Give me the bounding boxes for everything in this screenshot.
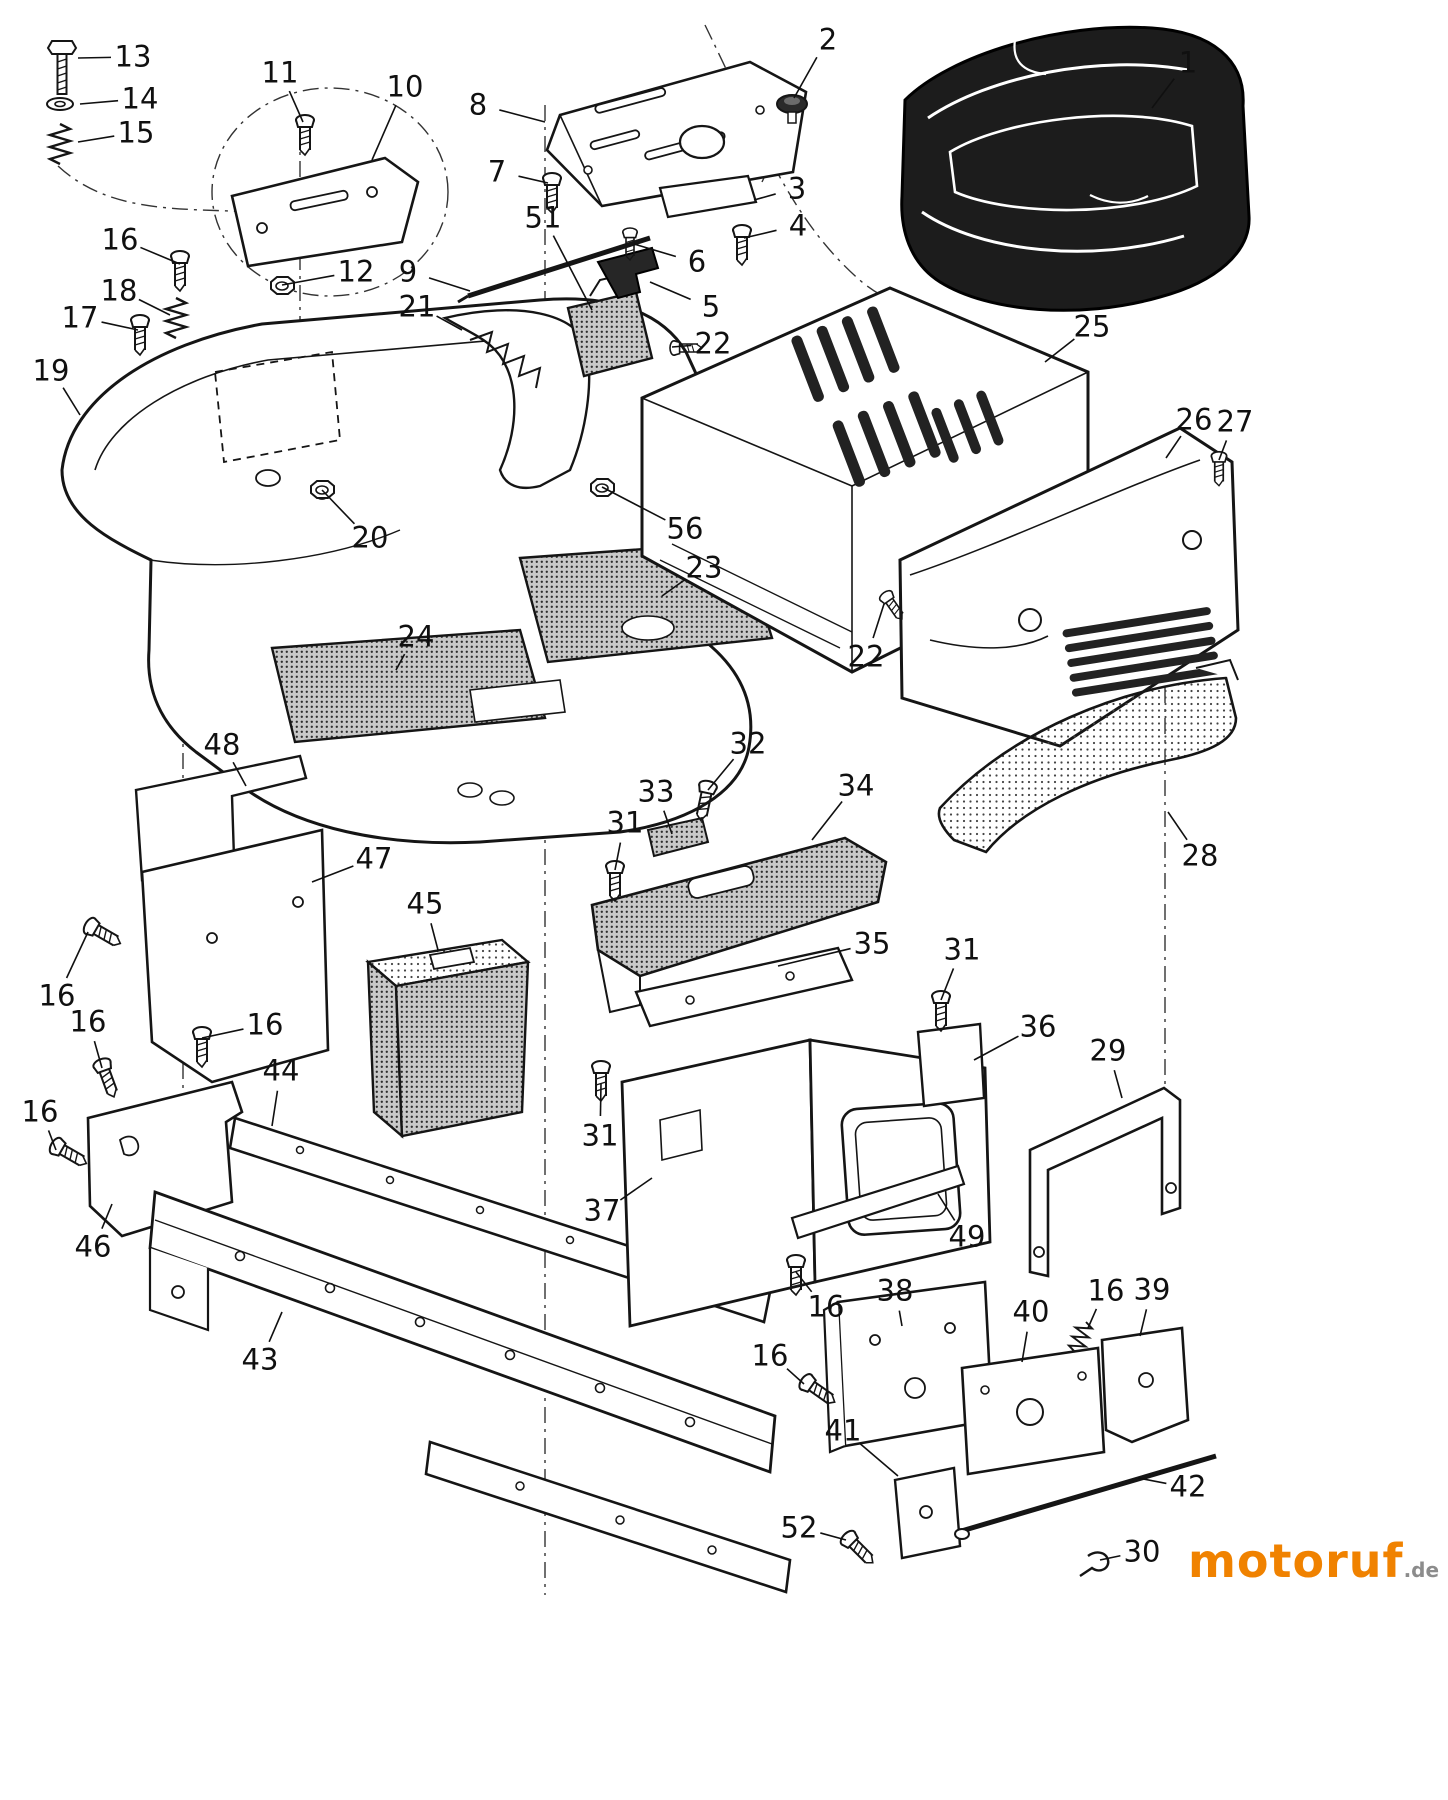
screw-icon-4 — [732, 224, 752, 266]
part-bracket-39 — [1100, 1326, 1190, 1444]
part-bumper-grille-28 — [937, 658, 1239, 854]
part-bracket-46 — [86, 1080, 244, 1238]
part-rod-42 — [957, 1453, 1217, 1535]
part-side-panel-47 — [140, 828, 330, 1084]
part-mount-bracket-10 — [230, 156, 420, 268]
nut-icon-20 — [310, 480, 335, 499]
screw-icon-16e — [46, 1134, 92, 1173]
screw-icon-16c — [90, 1055, 124, 1101]
part-hood-front-26 — [898, 426, 1240, 748]
screw-icon-52 — [837, 1527, 881, 1571]
spring-icon-15 — [48, 122, 72, 166]
bolt-icon-13 — [47, 40, 77, 95]
part-seat — [900, 25, 1251, 312]
part-bracket-41 — [893, 1466, 962, 1560]
part-fender-body-19 — [60, 297, 774, 845]
part-battery-box-45 — [365, 938, 531, 1139]
watermark-domain-text: .de — [1403, 1558, 1440, 1582]
part-clip-30 — [1079, 1551, 1110, 1577]
part-lever-5 — [596, 246, 660, 300]
watermark-brand-text: motoruf — [1188, 1534, 1404, 1588]
part-lift-rod-9 — [457, 235, 660, 304]
part-plate-36 — [916, 1022, 986, 1108]
spring-icon-18 — [164, 296, 188, 340]
part-plate-33 — [646, 816, 710, 858]
leader-lines — [47, 56, 1228, 1561]
screw-icon-31b — [931, 990, 951, 1032]
part-seat-plate — [545, 60, 808, 219]
watermark-logo: motoruf.de — [1188, 1534, 1439, 1588]
screw-icon-11 — [295, 114, 315, 156]
part-lower-brackets — [822, 1280, 1217, 1577]
part-bracket-29 — [1028, 1086, 1182, 1278]
part-rail-lower — [424, 1440, 792, 1594]
part-bracket-3 — [658, 174, 758, 219]
part-plate-40 — [960, 1346, 1106, 1476]
part-support-35 — [634, 946, 854, 1028]
part-strip-49 — [790, 1164, 966, 1240]
screw-icon-16a — [170, 250, 190, 292]
washer-icon-14 — [46, 97, 74, 111]
part-harness-strip-21 — [441, 309, 591, 490]
screw-icon-17 — [130, 314, 150, 356]
part-dash-panels — [590, 816, 888, 1028]
